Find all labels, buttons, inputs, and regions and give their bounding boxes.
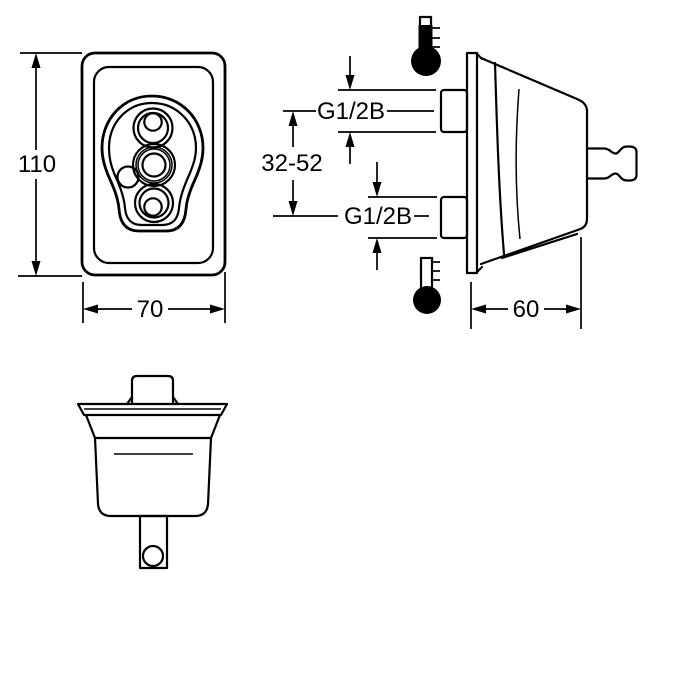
front-side-hole <box>116 165 140 189</box>
arrowhead-down <box>372 182 382 197</box>
arrowhead-down <box>345 75 355 90</box>
thermometer-cold-icon <box>413 256 441 314</box>
arrowhead-up <box>345 132 355 147</box>
dimension-side-depth: 60 <box>470 237 582 329</box>
thermometer-bulb <box>411 46 441 76</box>
bottom-view-body <box>93 436 213 518</box>
taper-left <box>84 413 97 440</box>
front-bottom-port-inner <box>138 187 170 219</box>
taper-right <box>209 413 222 440</box>
annotation-top-port: G1/2B <box>283 56 436 164</box>
front-keyhole-inner <box>107 101 198 227</box>
arrowhead-up <box>288 111 298 126</box>
arrowhead-right <box>210 304 225 314</box>
arrowhead-right <box>566 304 581 314</box>
front-bottom-port-hole <box>143 197 163 217</box>
arrowhead-up <box>31 53 41 68</box>
side-flange <box>465 51 479 275</box>
front-bottom-port-outer <box>133 182 175 224</box>
bottom-view-spindle-stub <box>138 514 169 570</box>
front-view <box>80 51 227 277</box>
spindle-hole <box>141 544 165 568</box>
top-port-thread-label: G1/2B <box>317 98 385 125</box>
annotation-bottom-port: G1/2B <box>273 162 437 270</box>
dimension-front-height: 110 <box>18 52 82 277</box>
front-height-label: 110 <box>18 151 56 178</box>
thermometer-bulb <box>413 286 441 314</box>
stub-foot-left <box>125 395 134 406</box>
front-keyhole-outer <box>100 94 205 233</box>
cone-silhouette-line <box>515 88 521 240</box>
side-view <box>439 51 638 275</box>
arrowhead-down <box>31 261 41 276</box>
cone-base-edge <box>493 61 506 256</box>
dimension-front-width: 70 <box>82 272 226 323</box>
bottom-port-thread-label: G1/2B <box>344 203 412 230</box>
arrowhead-up <box>372 238 382 253</box>
cone-bottom-inner-edge <box>500 232 579 260</box>
front-center-port-ring <box>135 146 173 184</box>
side-bottom-port <box>439 195 469 240</box>
dimension-port-spacing: 32-52 <box>261 111 323 216</box>
arrowhead-left <box>471 304 486 314</box>
bottom-view-port-stub <box>130 374 175 406</box>
side-top-port <box>439 88 469 134</box>
stub-foot-right <box>171 395 180 406</box>
front-outer-plate <box>80 51 227 277</box>
side-cone-body <box>479 56 589 266</box>
front-top-port-inner <box>136 111 170 145</box>
front-width-label: 70 <box>137 296 164 323</box>
flange-bevel-bottom <box>475 265 484 274</box>
arrowhead-left <box>83 304 98 314</box>
front-center-port-hole <box>141 152 167 178</box>
side-depth-label: 60 <box>513 296 540 323</box>
front-center-port-outer <box>131 142 177 188</box>
valve-spindle <box>585 145 638 182</box>
front-center-port-ring2 <box>137 148 171 182</box>
front-top-port-hole <box>143 112 163 132</box>
bottom-view <box>76 374 229 570</box>
thermometer-hot-icon <box>411 15 441 76</box>
arrowhead-down <box>288 201 298 216</box>
port-spacing-label: 32-52 <box>261 150 322 177</box>
front-inner-plate <box>92 65 215 265</box>
